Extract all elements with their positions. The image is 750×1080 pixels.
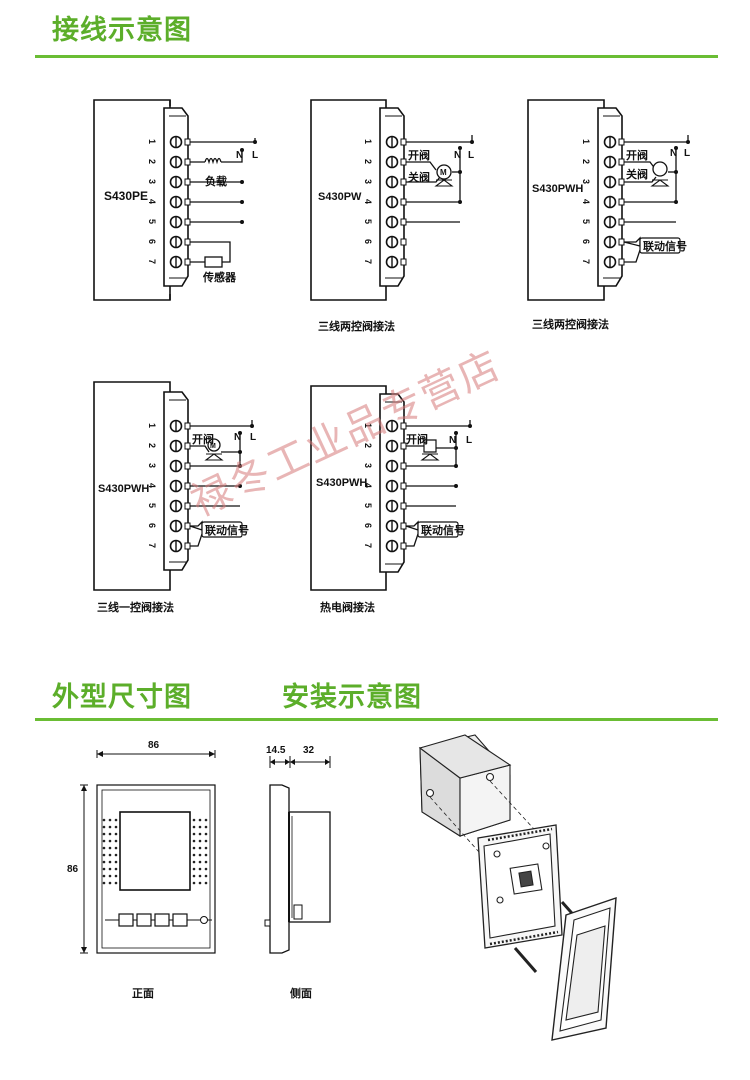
terminal-number: 4 — [147, 483, 157, 488]
valve-open-label: 开阀 — [406, 432, 428, 446]
terminal-number: 3 — [147, 179, 157, 184]
terminal-number: 6 — [147, 523, 157, 528]
diagram-caption: 三线一控阀接法 — [97, 600, 174, 614]
terminal-number: 3 — [363, 463, 373, 468]
linkage-signal-label: 联动信号 — [205, 523, 249, 537]
valve-open-label: 开阀 — [626, 148, 648, 162]
terminal-number: 6 — [581, 239, 591, 244]
wiring-diagram-s430pwh-one-control: 1 2 3 4 5 6 7 S430PWH M 开阀 联动信号 N L 三线一控… — [93, 381, 256, 614]
terminal-number: 7 — [363, 259, 373, 264]
terminal-number: 7 — [147, 543, 157, 548]
wiring-diagram-s430pwh-two-control: 1 2 3 4 5 6 7 S430PWH 开阀 关阀 联动信号 N L 三线两… — [527, 99, 690, 331]
linkage-signal-label: 联动信号 — [421, 523, 465, 537]
neutral-label: N — [236, 150, 243, 161]
terminal-number: 6 — [363, 239, 373, 244]
side-view-drawing: 14.5 32 侧面 — [264, 745, 331, 1000]
terminal-number: 4 — [363, 483, 373, 488]
svg-text:M: M — [210, 443, 216, 450]
valve-close-label: 关阀 — [408, 170, 430, 184]
front-view-caption: 正面 — [132, 987, 154, 1000]
front-width-dimension: 86 — [148, 740, 160, 751]
terminal-number: 3 — [147, 463, 157, 468]
side-depth-b-dimension: 32 — [303, 745, 315, 756]
terminal-number: 2 — [147, 443, 157, 448]
installation-heading: 安装示意图 — [282, 682, 422, 713]
terminal-number: 1 — [363, 423, 373, 428]
dimensions-heading: 外型尺寸图 — [52, 682, 192, 713]
neutral-label: N — [234, 432, 241, 443]
terminal-number: 5 — [581, 219, 591, 224]
neutral-label: N — [449, 435, 456, 446]
terminal-number: 7 — [581, 259, 591, 264]
svg-text:M: M — [440, 168, 447, 177]
terminal-number: 7 — [147, 259, 157, 264]
terminal-number: 5 — [147, 503, 157, 508]
installation-illustration — [418, 734, 617, 1041]
diagram-caption: 三线两控阀接法 — [532, 317, 609, 331]
terminal-number: 1 — [147, 423, 157, 428]
terminal-number: 5 — [363, 503, 373, 508]
front-view-drawing: 86 86 正面 — [67, 740, 216, 1000]
terminal-number: 2 — [363, 159, 373, 164]
live-label: L — [250, 432, 256, 443]
terminal-number: 3 — [581, 179, 591, 184]
live-label: L — [684, 148, 690, 159]
model-label: S430PE — [104, 189, 148, 203]
terminal-number: 5 — [147, 219, 157, 224]
wiring-heading-rule — [35, 55, 718, 58]
terminal-number: 1 — [363, 139, 373, 144]
wiring-heading: 接线示意图 — [52, 15, 192, 46]
terminal-number: 1 — [147, 139, 157, 144]
linkage-signal-label: 联动信号 — [643, 239, 687, 253]
valve-close-label: 关阀 — [626, 167, 648, 181]
side-depth-a-dimension: 14.5 — [266, 745, 286, 756]
side-view-caption: 侧面 — [290, 986, 312, 1000]
live-label: L — [252, 150, 258, 161]
live-label: L — [468, 150, 474, 161]
terminal-number: 2 — [147, 159, 157, 164]
terminal-number: 2 — [363, 443, 373, 448]
valve-open-label: 开阀 — [408, 148, 430, 162]
terminal-number: 1 — [581, 139, 591, 144]
valve-open-label: 开阀 — [192, 432, 214, 446]
terminal-number: 5 — [363, 219, 373, 224]
diagram-caption: 热电阀接法 — [320, 600, 375, 614]
model-label: S430PW — [318, 191, 362, 203]
terminal-number: 2 — [581, 159, 591, 164]
wiring-diagram-s430pwh-thermal-valve: 1 2 3 4 5 6 7 S430PWH 开阀 联动信号 N L 热电阀接法 — [310, 385, 472, 614]
terminal-number: 4 — [147, 199, 157, 204]
front-height-dimension: 86 — [67, 864, 79, 875]
dimensions-heading-rule — [35, 718, 718, 721]
model-label: S430PWH — [98, 483, 149, 495]
terminal-number: 6 — [147, 239, 157, 244]
wiring-diagram-s430pe: 1 2 3 4 5 6 7 S430PE 负载 传感器 N L — [93, 99, 258, 301]
model-label: S430PWH — [316, 477, 367, 489]
sensor-label: 传感器 — [202, 270, 237, 284]
terminal-number: 6 — [363, 523, 373, 528]
terminal-number: 4 — [581, 199, 591, 204]
terminal-number: 7 — [363, 543, 373, 548]
live-label: L — [466, 435, 472, 446]
diagram-caption: 三线两控阀接法 — [318, 319, 395, 333]
neutral-label: N — [670, 148, 677, 159]
model-label: S430PWH — [532, 183, 583, 195]
terminal-number: 3 — [363, 179, 373, 184]
load-label: 负载 — [205, 174, 227, 188]
wiring-diagram-s430pw: 1 2 3 4 5 6 7 S430PW M 开阀 关阀 N L 三线两控阀接法 — [310, 99, 474, 333]
neutral-label: N — [454, 150, 461, 161]
terminal-number: 4 — [363, 199, 373, 204]
